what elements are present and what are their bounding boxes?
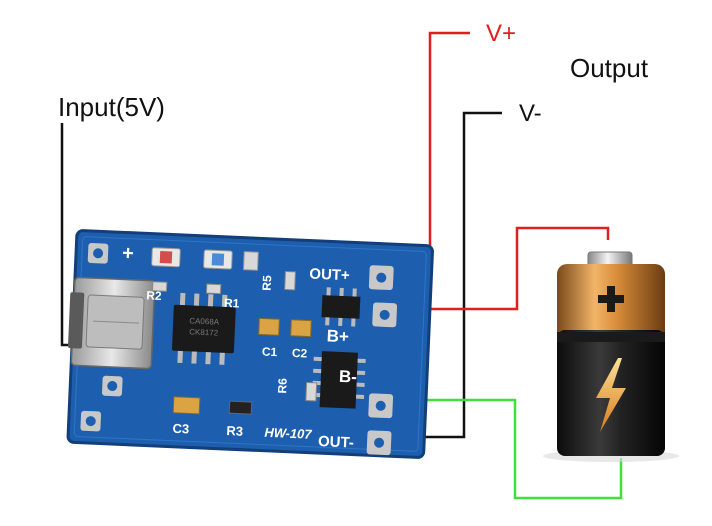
silk-r2: R2	[146, 288, 162, 303]
silk-plus: +	[122, 242, 135, 264]
silk-c1: C1	[262, 345, 278, 360]
protection-ic-small	[321, 287, 361, 327]
silk-r3: R3	[226, 423, 243, 439]
output-label: Output	[570, 53, 649, 83]
charger-ic: CA068A CK8172	[171, 292, 236, 365]
v-minus-label: V-	[519, 100, 542, 127]
lightning-icon	[596, 358, 626, 432]
pad-b-minus	[368, 393, 394, 419]
battery-plus-wire	[383, 226, 610, 311]
pad-b-plus	[372, 302, 398, 328]
v-plus-label: V+	[486, 20, 516, 47]
silk-r1: R1	[224, 296, 240, 311]
board-model-label: HW-107	[264, 425, 313, 442]
silk-b-plus: B+	[326, 326, 349, 346]
silk-out-plus: OUT+	[309, 266, 350, 285]
pad-out-plus	[368, 265, 394, 291]
battery	[543, 251, 679, 462]
battery-minus-wire	[405, 398, 623, 500]
silk-c2: C2	[292, 346, 308, 361]
silk-c3: C3	[172, 421, 189, 437]
v-minus-wire	[405, 111, 502, 439]
micro-usb-port	[67, 276, 156, 370]
v-plus-wire	[378, 31, 470, 274]
svg-text:CK8172: CK8172	[189, 327, 219, 337]
silk-r5: R5	[260, 275, 275, 291]
svg-text:CA068A: CA068A	[189, 316, 220, 326]
silk-r6: R6	[275, 377, 290, 393]
pad-out-minus	[366, 430, 392, 456]
charger-board: CA068A CK8172	[66, 229, 434, 459]
silk-b-minus: B-	[339, 367, 358, 387]
input-label: Input(5V)	[58, 92, 165, 122]
silk-out-minus: OUT-	[318, 433, 355, 452]
